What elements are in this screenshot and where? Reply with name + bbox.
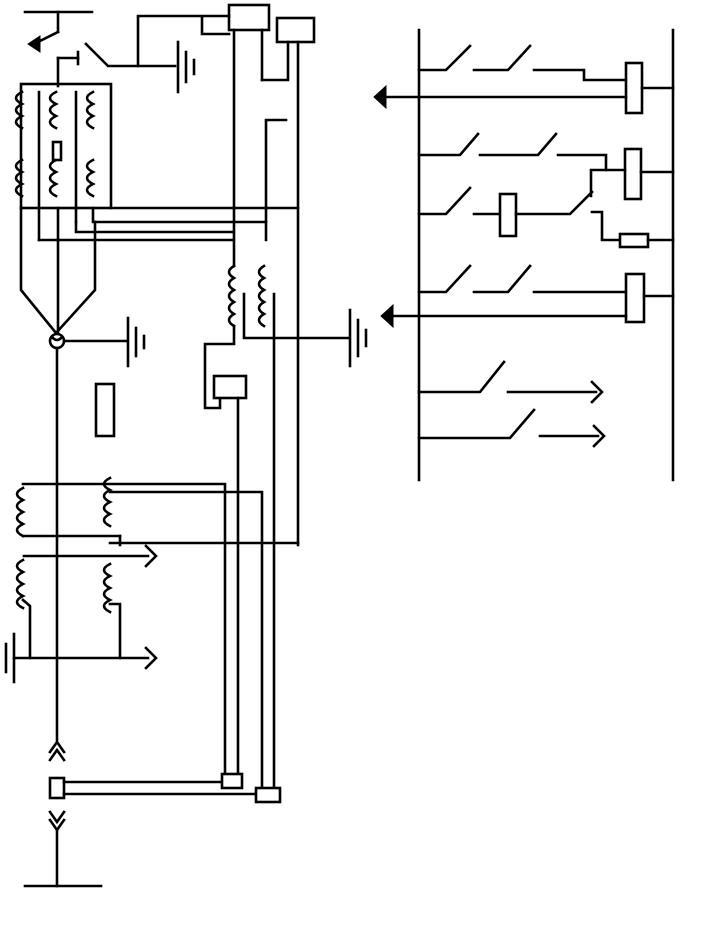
plug-upper-icon xyxy=(48,739,66,762)
ct-tap-upper xyxy=(51,140,63,162)
ground-symbol-vt xyxy=(126,316,146,368)
relay-coil-rung-2 xyxy=(623,147,643,201)
ct-frame-upper xyxy=(19,82,113,210)
grounding-switch xyxy=(84,42,177,68)
output-arrow-icon-2 xyxy=(144,646,158,670)
fuse-box xyxy=(94,382,116,438)
relay-box-top-2 xyxy=(275,16,316,44)
ct-coils-middle xyxy=(227,264,267,328)
arrow-left-icon-1 xyxy=(373,84,387,110)
output-arrow-icon-1 xyxy=(144,544,158,568)
plug-lower-icon xyxy=(48,810,66,833)
ct-coils-lower xyxy=(15,476,113,614)
relay-box-top-1 xyxy=(227,3,271,32)
arrow-right-icon-1 xyxy=(590,380,604,404)
ct-coils-upper xyxy=(14,90,96,198)
relay-coil-rung-1 xyxy=(624,61,644,115)
ground-symbol-lower xyxy=(4,632,16,684)
terminal-box-1 xyxy=(220,772,244,790)
breaker-box xyxy=(48,776,66,800)
relay-coil-rung-3 xyxy=(498,192,518,238)
terminal-box-2 xyxy=(254,786,282,804)
arrow-left-icon-2 xyxy=(380,303,394,329)
resistor-rung-3 xyxy=(618,232,650,249)
right-control-circuit xyxy=(373,28,675,482)
ground-symbol-middle xyxy=(348,308,368,368)
relay-box-middle xyxy=(212,374,248,400)
ground-symbol-top xyxy=(176,40,196,94)
arrow-right-icon-2 xyxy=(592,424,606,448)
relay-coil-rung-4 xyxy=(624,272,646,324)
left-feeder-circuit xyxy=(4,3,368,888)
disconnect-arrow-icon xyxy=(27,35,41,53)
